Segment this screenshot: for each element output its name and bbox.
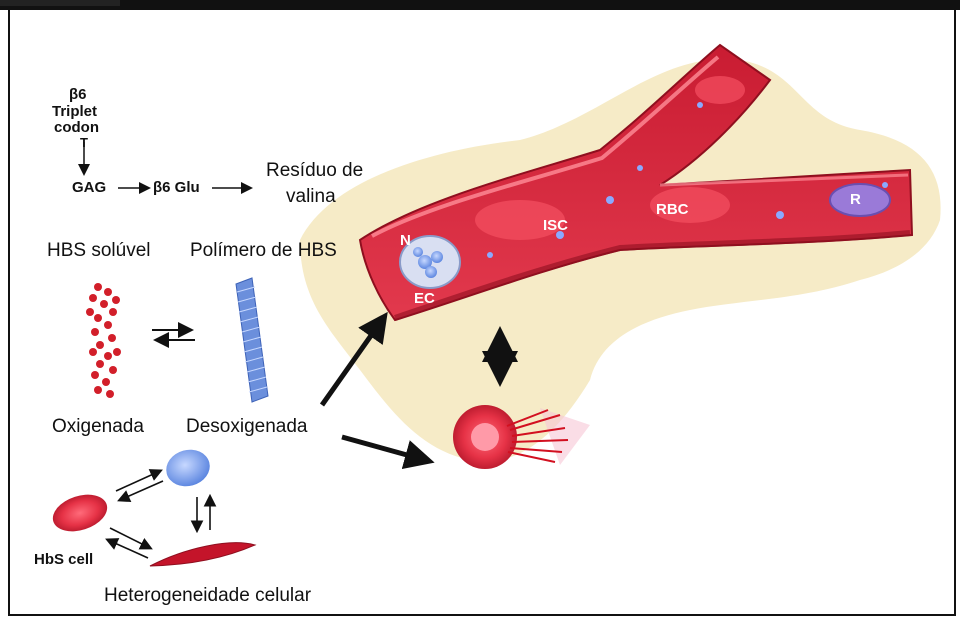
gag-label: GAG <box>72 179 106 196</box>
residue-label-line1: Resíduo de <box>266 160 363 182</box>
reticulocyte-label: R <box>850 191 861 208</box>
oxygenated-label: Oxigenada <box>52 416 144 438</box>
hbs-polymer-fiber <box>236 278 268 402</box>
deoxygenated-label: Desoxigenada <box>186 416 307 438</box>
oxygenated-rbc <box>48 488 112 538</box>
isc-label: ISC <box>543 217 568 234</box>
oxygenated-hbs-beads <box>86 283 121 398</box>
beta6-glu-label: β6 Glu <box>153 179 200 196</box>
hbs-cell-label: HbS cell <box>34 551 93 568</box>
beta6-label: β6 <box>69 86 87 103</box>
hbs-soluble-label: HBS solúvel <box>47 240 151 262</box>
sickled-cell <box>150 543 255 566</box>
triplet-label: Triplet <box>52 103 97 120</box>
nucleus-label: N <box>400 232 411 249</box>
t-label: T <box>80 135 88 150</box>
hbs-polymer-label: Polímero de HBS <box>190 240 337 262</box>
deoxygenated-blue-cell <box>162 445 214 491</box>
rbc-label: RBC <box>656 201 689 218</box>
codon-label: codon <box>54 119 99 136</box>
residue-label-line2: valina <box>286 186 336 208</box>
heterogeneity-label: Heterogeneidade celular <box>104 585 311 607</box>
endothelial-cell-label: EC <box>414 290 435 307</box>
